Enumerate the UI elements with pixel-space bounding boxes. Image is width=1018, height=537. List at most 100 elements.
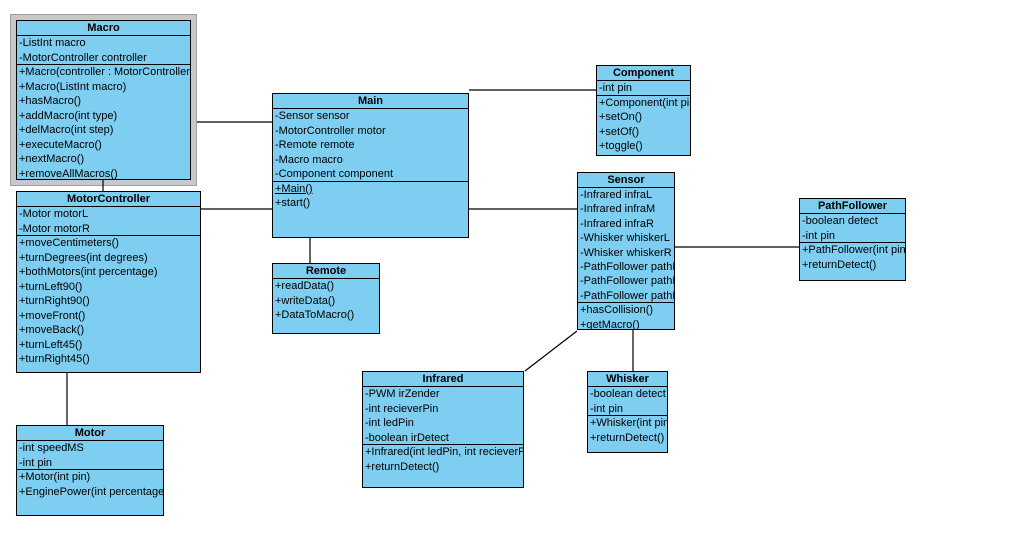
attribute-row: -Remote remote	[275, 139, 355, 151]
attribute-row: -Component component	[275, 168, 394, 180]
attributes-compartment: -int speedMS -int pin	[17, 441, 163, 470]
methods-compartment: +Macro(controller : MotorController)+Mac…	[17, 65, 190, 180]
methods-compartment: +readData() +writeData() +DataToMacro()	[273, 279, 379, 323]
class-title-component: Component	[597, 66, 690, 81]
method-row: +Main()	[275, 182, 313, 195]
class-title-sensor: Sensor	[578, 173, 674, 188]
attribute-row: -Motor motorR	[19, 222, 90, 235]
class-title-motorcontroller: MotorController	[17, 192, 200, 207]
method-row: +hasMacro()	[19, 95, 82, 107]
attribute-row: -PathFollower pathM	[580, 275, 674, 288]
attribute-row: -int pin	[19, 456, 53, 469]
class-title-remote: Remote	[273, 264, 379, 279]
method-row: +returnDetect()	[590, 431, 665, 444]
method-row: +Infrared(int ledPin, int recieverPin)	[365, 446, 523, 458]
class-box-infrared[interactable]: Infrared-PWM irZender -int recieverPin -in…	[362, 371, 524, 488]
methods-compartment: +Motor(int pin) +EnginePower(int percenta…	[17, 470, 163, 499]
class-box-component[interactable]: Component-int pin+Component(int pin)+set…	[596, 65, 691, 156]
method-row: +returnDetect()	[365, 460, 440, 473]
methods-compartment: +Whisker(int pin) +returnDetect()	[588, 416, 667, 445]
method-row: +moveBack()	[19, 324, 85, 336]
method-row: +turnDegrees(int degrees)	[19, 251, 148, 264]
method-row: +removeAllMacros()	[19, 167, 118, 180]
attribute-row: -MotorController motor	[275, 124, 386, 137]
attributes-compartment: -ListInt macro -MotorController controlle…	[17, 36, 190, 65]
class-box-motorcontroller[interactable]: MotorController-Motor motorL-Motor motor…	[16, 191, 201, 373]
method-row: +DataToMacro()	[275, 309, 355, 321]
connector-sensor-infrared[interactable]	[524, 330, 578, 372]
method-row: +writeData()	[275, 294, 336, 307]
attribute-row: -Motor motorL	[19, 208, 89, 220]
class-box-macro[interactable]: Macro-ListInt macro -MotorController cont…	[16, 20, 191, 180]
method-row: +turnRight90()	[19, 295, 90, 307]
attribute-row: -int speedMS	[19, 442, 84, 454]
method-row: +bothMotors(int percentage)	[19, 266, 158, 278]
attribute-row: -Infrared infraM	[580, 203, 656, 216]
attributes-compartment: -int pin	[597, 81, 690, 96]
attribute-row: -PathFollower pathL	[580, 260, 674, 273]
class-title-motor: Motor	[17, 426, 163, 441]
attribute-row: -PWM irZender	[365, 388, 440, 400]
methods-compartment: +hasCollision() +getMacro()	[578, 303, 674, 330]
method-row: +moveCentimeters()	[19, 237, 119, 249]
attribute-row: -boolean detect	[802, 215, 878, 227]
attribute-row: -Infrared infraR	[580, 217, 654, 230]
class-box-whisker[interactable]: Whisker-boolean detect-int pin+Whisker(i…	[587, 371, 668, 453]
method-row: +EnginePower(int percentage)	[19, 485, 163, 498]
method-row: +returnDetect()	[802, 258, 877, 271]
method-row: +addMacro(int type)	[19, 109, 118, 122]
attribute-row: -Infrared infraL	[580, 189, 653, 201]
method-row: +getMacro()	[580, 318, 640, 330]
method-row: +Motor(int pin)	[19, 471, 91, 483]
attribute-row: -MotorController controller	[19, 51, 147, 64]
method-row: +turnLeft45()	[19, 338, 83, 351]
attributes-compartment: -PWM irZender -int recieverPin -int ledPin…	[363, 387, 523, 445]
class-box-motor[interactable]: Motor-int speedMS-int pin+Motor(int pin)…	[16, 425, 164, 516]
method-row: +readData()	[275, 280, 335, 292]
class-title-pathfollower: PathFollower	[800, 199, 905, 214]
method-row: +setOn()	[599, 111, 643, 123]
attribute-row: -Whisker whiskerR	[580, 246, 672, 259]
attribute-row: -int pin	[802, 229, 836, 242]
class-box-pathfollower[interactable]: PathFollower-boolean detect -int pin +Path…	[799, 198, 906, 281]
class-box-remote[interactable]: Remote+readData() +writeData() +DataToMacr…	[272, 263, 380, 334]
class-title-macro: Macro	[17, 21, 190, 36]
method-row: +Whisker(int pin)	[590, 417, 667, 429]
methods-compartment: +Infrared(int ledPin, int recieverPin) +r…	[363, 445, 523, 474]
method-row: +start()	[275, 197, 311, 209]
attributes-compartment: -Infrared infraL -Infrared infraM-Infrare…	[578, 188, 674, 303]
method-row: +nextMacro()	[19, 153, 85, 165]
attributes-compartment: -Motor motorL -Motor motorR	[17, 207, 200, 236]
attribute-row: -boolean irDetect	[365, 431, 449, 444]
attribute-row: -Sensor sensor	[275, 110, 350, 122]
attributes-compartment: -boolean detect -int pin	[588, 387, 667, 416]
method-row: +setOf()	[599, 125, 640, 138]
class-title-infrared: Infrared	[363, 372, 523, 387]
attribute-row: -ListInt macro	[19, 37, 86, 49]
class-box-main[interactable]: Main-Sensor sensor -MotorController motor…	[272, 93, 469, 238]
method-row: +delMacro(int step)	[19, 124, 114, 136]
attribute-row: -boolean detect	[590, 388, 666, 400]
attribute-row: -int recieverPin	[365, 402, 439, 415]
class-title-main: Main	[273, 94, 468, 109]
attribute-row: -Macro macro	[275, 153, 343, 166]
method-row: +turnRight45()	[19, 353, 90, 365]
methods-compartment: +Component(int pin)+setOn()+setOf()+togg…	[597, 96, 690, 154]
attribute-row: -Whisker whiskerL	[580, 232, 670, 245]
attributes-compartment: -boolean detect -int pin	[800, 214, 905, 243]
method-row: +toggle()	[599, 140, 643, 152]
class-box-sensor[interactable]: Sensor-Infrared infraL -Infrared infraM-I…	[577, 172, 675, 330]
attribute-row: -int pin	[590, 402, 624, 415]
method-row: +Macro(controller : MotorController)	[19, 66, 190, 78]
class-title-whisker: Whisker	[588, 372, 667, 387]
method-row: +PathFollower(int pin)	[802, 244, 905, 256]
attribute-row: -int pin	[599, 82, 633, 94]
method-row: +executeMacro()	[19, 138, 102, 151]
methods-compartment: +Main() +start()	[273, 182, 468, 211]
attribute-row: -PathFollower pathR	[580, 289, 674, 302]
methods-compartment: +moveCentimeters() +turnDegrees(int degre…	[17, 236, 200, 367]
method-row: +hasCollision()	[580, 304, 654, 316]
attribute-row: -int ledPin	[365, 417, 414, 429]
